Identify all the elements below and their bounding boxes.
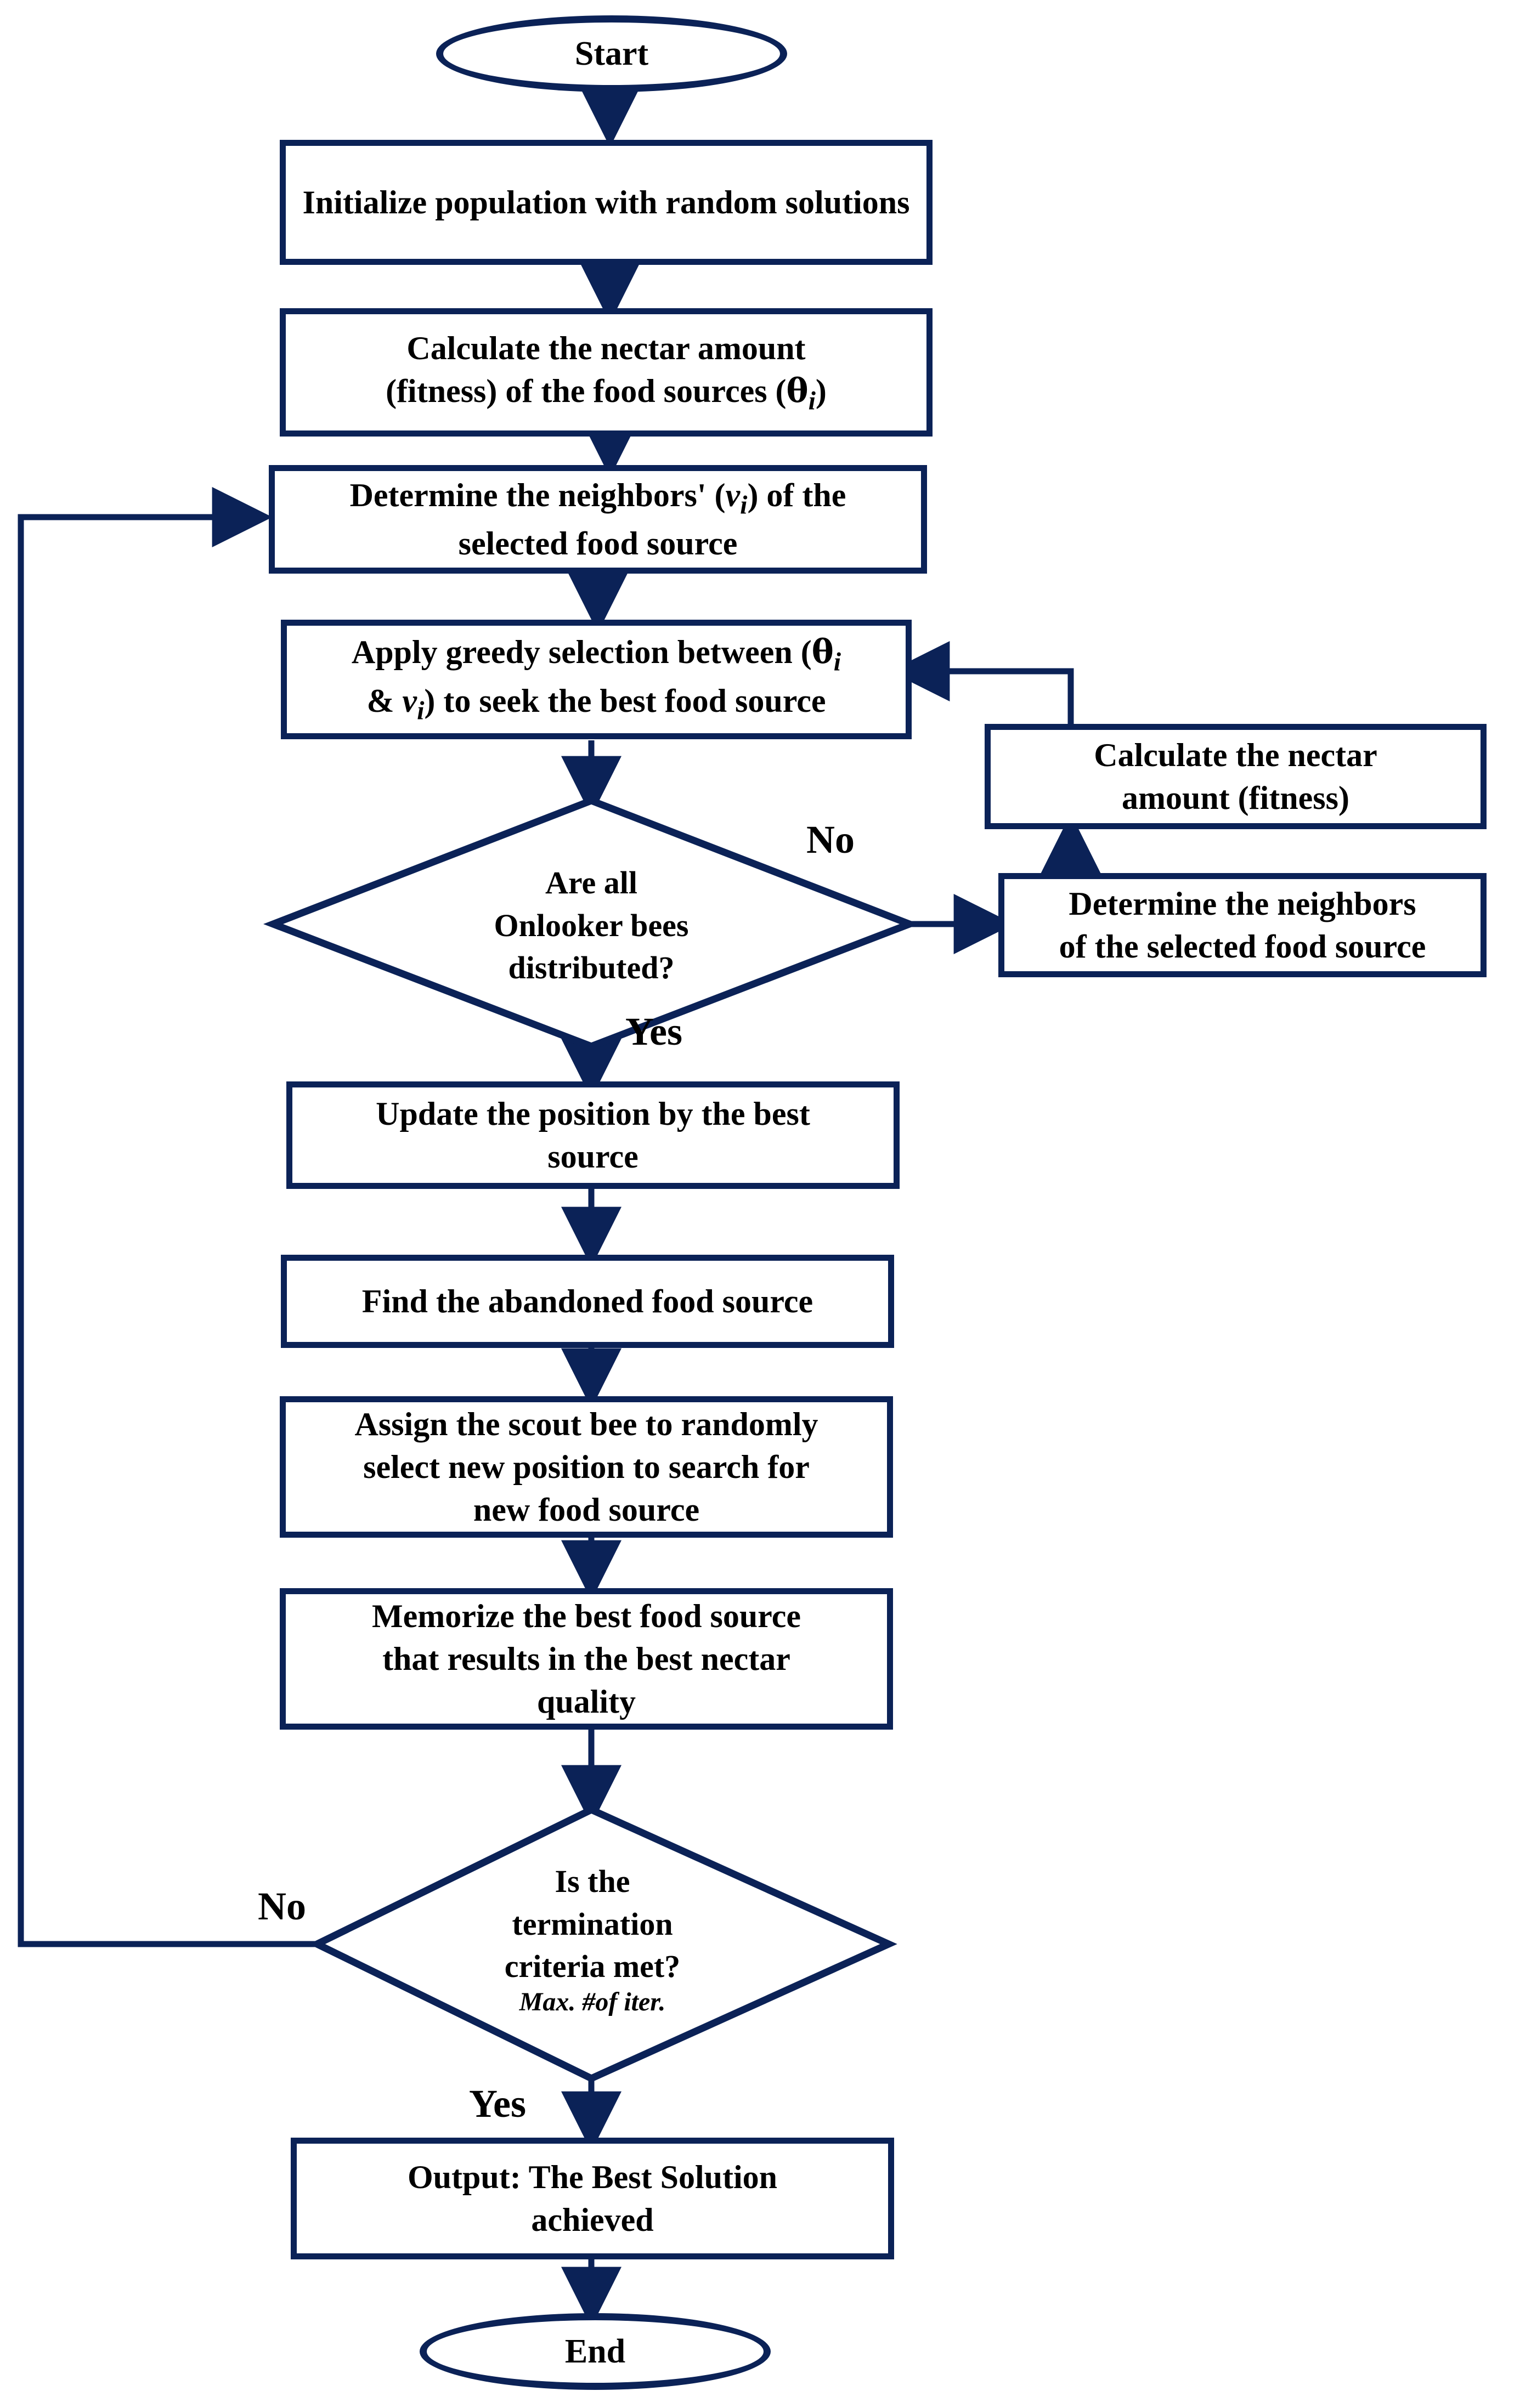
decision-termination-subtitle: Max. #of iter. [519, 1987, 666, 2017]
node-determine-neighbors-v[interactable]: Determine the neighbors' (vi) of the sel… [269, 465, 927, 574]
neighbors-v-post: ) of the [747, 477, 846, 513]
node-start-label: Start [574, 35, 649, 72]
v-subscript: i [740, 490, 748, 520]
greedy-v-subscript: i [417, 696, 425, 726]
node-end[interactable]: End [420, 2313, 771, 2390]
node-assign-scout-line1: Assign the scout bee to randomly [354, 1406, 818, 1442]
node-memorize-best-line1: Memorize the best food source [372, 1598, 801, 1634]
node-greedy-selection-line1: Apply greedy selection between (θi [352, 631, 841, 679]
edge-label-termination-yes: Yes [469, 2082, 526, 2126]
node-calculate-nectar-right-line1: Calculate the nectar [1094, 737, 1377, 773]
edge-termination-no-loop [18, 487, 317, 1947]
decision-termination[interactable]: Is the termination criteria met? Max. #o… [439, 1851, 746, 2026]
node-update-position-line2: source [547, 1138, 638, 1175]
fitness-theta-post: ) [815, 372, 827, 409]
node-assign-scout-line3: new food source [473, 1492, 700, 1528]
node-update-position-text: Update the position by the best source [376, 1092, 810, 1178]
node-start[interactable]: Start [436, 15, 787, 92]
node-find-abandoned-label: Find the abandoned food source [361, 1283, 813, 1319]
node-end-label: End [564, 2332, 626, 2370]
node-greedy-selection-line2: & vi) to seek the best food source [352, 679, 841, 728]
theta-subscript: i [808, 386, 816, 416]
node-determine-neighbors-right-line2: of the selected food source [1059, 928, 1426, 965]
decision-termination-line3: criteria met? [504, 1948, 681, 1985]
decision-termination-line1: Is the [555, 1863, 630, 1900]
node-calculate-nectar-right-text: Calculate the nectar amount (fitness) [1094, 734, 1377, 819]
greedy-theta-subscript: i [833, 647, 841, 677]
node-output-line2: achieved [531, 2202, 654, 2238]
node-determine-neighbors-v-line1: Determine the neighbors' (vi) of the [350, 474, 846, 523]
node-calculate-fitness-theta-line2: (fitness) of the food sources (θi) [386, 370, 827, 418]
node-determine-neighbors-right-text: Determine the neighbors of the selected … [1059, 882, 1426, 968]
node-assign-scout-line2: select new position to search for [363, 1449, 810, 1485]
greedy-post: ) to seek the best food source [424, 683, 826, 719]
v-symbol: v [725, 477, 741, 513]
node-memorize-best-line2: that results in the best nectar [382, 1641, 790, 1677]
decision-onlooker-line3: distributed? [508, 950, 675, 986]
node-assign-scout[interactable]: Assign the scout bee to randomly select … [280, 1396, 893, 1538]
node-output-line1: Output: The Best Solution [407, 2159, 778, 2195]
edge-calcnectar-to-greedy [889, 641, 1074, 728]
node-calculate-fitness-theta-line1: Calculate the nectar amount [406, 330, 806, 366]
greedy-amp: & [366, 683, 403, 719]
node-determine-neighbors-v-line2: selected food source [458, 525, 738, 562]
node-memorize-best-text: Memorize the best food source that resul… [372, 1595, 801, 1723]
fitness-theta-pre: (fitness) of the food sources ( [386, 372, 787, 409]
node-output[interactable]: Output: The Best Solution achieved [291, 2138, 894, 2259]
node-update-position[interactable]: Update the position by the best source [286, 1081, 900, 1189]
greedy-pre: Apply greedy selection between ( [351, 634, 812, 671]
decision-onlooker-line2: Onlooker bees [494, 907, 689, 943]
edge-label-onlooker-yes: Yes [625, 1010, 682, 1053]
node-calculate-nectar-right-line2: amount (fitness) [1121, 780, 1349, 816]
node-assign-scout-text: Assign the scout bee to randomly select … [354, 1403, 818, 1531]
node-memorize-best-line3: quality [536, 1684, 636, 1720]
node-determine-neighbors-right-line1: Determine the neighbors [1069, 886, 1416, 922]
node-calculate-fitness-theta-text: Calculate the nectar amount (fitness) of… [386, 327, 827, 418]
node-determine-neighbors-v-text: Determine the neighbors' (vi) of the sel… [350, 474, 846, 565]
node-memorize-best[interactable]: Memorize the best food source that resul… [280, 1588, 893, 1730]
node-calculate-fitness-theta[interactable]: Calculate the nectar amount (fitness) of… [280, 308, 933, 437]
decision-onlooker-line1: Are all [545, 864, 638, 900]
neighbors-v-pre: Determine the neighbors' ( [349, 477, 726, 513]
node-greedy-selection-text: Apply greedy selection between (θi & vi)… [352, 631, 841, 728]
node-initialize-population[interactable]: Initialize population with random soluti… [280, 140, 933, 265]
decision-termination-line2: termination [512, 1906, 673, 1942]
node-output-text: Output: The Best Solution achieved [408, 2156, 777, 2241]
node-greedy-selection[interactable]: Apply greedy selection between (θi & vi)… [281, 620, 912, 739]
greedy-v-symbol: v [402, 683, 417, 719]
node-determine-neighbors-right[interactable]: Determine the neighbors of the selected … [998, 873, 1487, 977]
node-find-abandoned[interactable]: Find the abandoned food source [281, 1255, 894, 1348]
theta-symbol: θ [786, 371, 809, 410]
edge-label-termination-no: No [258, 1884, 306, 1928]
greedy-theta-symbol: θ [811, 633, 834, 672]
decision-onlooker[interactable]: Are all Onlooker bees distributed? [427, 847, 756, 1004]
edge-label-onlooker-no: No [806, 818, 855, 862]
node-initialize-population-label: Initialize population with random soluti… [302, 184, 910, 220]
node-update-position-line1: Update the position by the best [376, 1096, 810, 1132]
node-calculate-nectar-right[interactable]: Calculate the nectar amount (fitness) [985, 724, 1487, 829]
